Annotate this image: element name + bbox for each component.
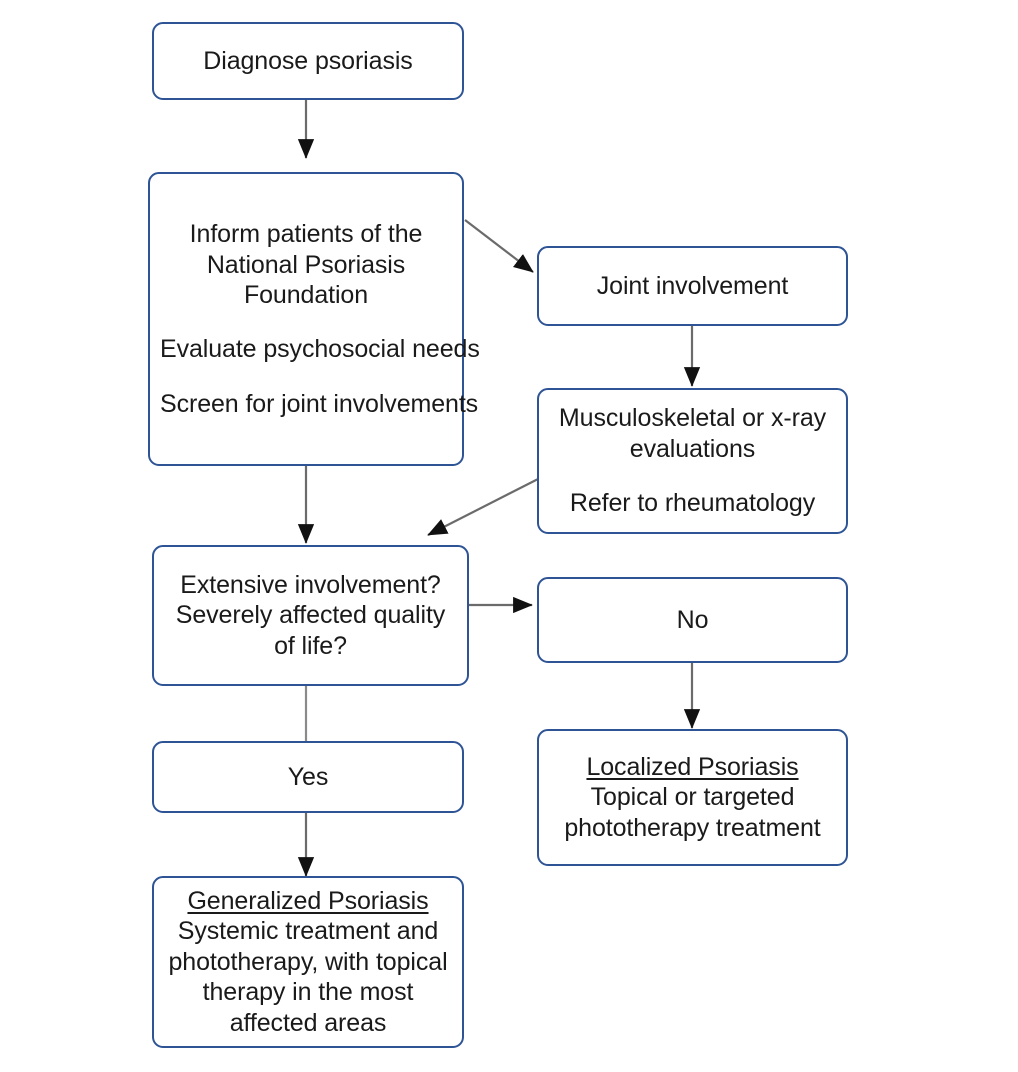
node-generalized-line-1: phototherapy, with topical — [168, 947, 448, 976]
node-localized-line-1: phototherapy treatment — [564, 813, 821, 842]
node-inform-line-1: National Psoriasis — [206, 250, 406, 279]
node-generalized-line-3: affected areas — [229, 1008, 387, 1037]
node-localized-line-0: Topical or targeted — [590, 783, 795, 812]
edge-inform-to-joint-involvement — [464, 219, 534, 273]
node-decision-line-2: of life? — [274, 631, 347, 660]
node-generalized-line-0: Systemic treatment and — [177, 917, 439, 946]
edge-musculoskeletal-to-decision — [427, 477, 541, 536]
node-generalized-line-2: therapy in the most — [202, 978, 414, 1007]
node-decision-line-0: Extensive involvement? — [180, 570, 441, 599]
node-joint-involvement-line-0: Joint involvement — [596, 271, 789, 300]
node-inform-line-0: Inform patients of the — [189, 220, 423, 248]
node-inform-line-4: Evaluate psychosocial needs — [160, 335, 480, 364]
node-inform-line-6: Screen for joint involvements — [160, 389, 479, 418]
node-diagnose-psoriasis[interactable]: Diagnose psoriasis — [152, 22, 464, 100]
node-no[interactable]: No — [537, 577, 848, 663]
node-decision-line-1: Severely affected quality — [175, 601, 446, 630]
node-inform-line-2: Foundation — [243, 281, 369, 309]
node-inform-spacer-2 — [160, 365, 452, 389]
node-joint-involvement[interactable]: Joint involvement — [537, 246, 848, 326]
node-musculoskeletal-line-1: evaluations — [629, 434, 756, 463]
node-musculoskeletal-line-0: Musculoskeletal or x-ray — [558, 404, 827, 433]
node-inform-patients[interactable]: Inform patients of the National Psoriasi… — [148, 172, 480, 466]
node-musculoskeletal-spacer-1 — [549, 464, 836, 488]
node-localized-heading: Localized Psoriasis — [586, 752, 799, 781]
node-generalized-psoriasis[interactable]: Generalized Psoriasis Systemic treatment… — [152, 876, 464, 1048]
node-generalized-heading: Generalized Psoriasis — [187, 886, 429, 915]
node-no-line-0: No — [676, 605, 709, 634]
node-musculoskeletal-line-3: Refer to rheumatology — [569, 489, 816, 518]
node-inform-spacer-1 — [160, 311, 452, 335]
node-yes-line-0: Yes — [287, 762, 329, 791]
node-musculoskeletal-evaluations[interactable]: Musculoskeletal or x-ray evaluations Ref… — [537, 388, 848, 534]
node-localized-psoriasis[interactable]: Localized Psoriasis Topical or targeted … — [537, 729, 848, 866]
node-diagnose-line-0: Diagnose psoriasis — [203, 46, 413, 75]
node-yes[interactable]: Yes — [152, 741, 464, 813]
node-decision-extensive-involvement[interactable]: Extensive involvement? Severely affected… — [152, 545, 469, 686]
